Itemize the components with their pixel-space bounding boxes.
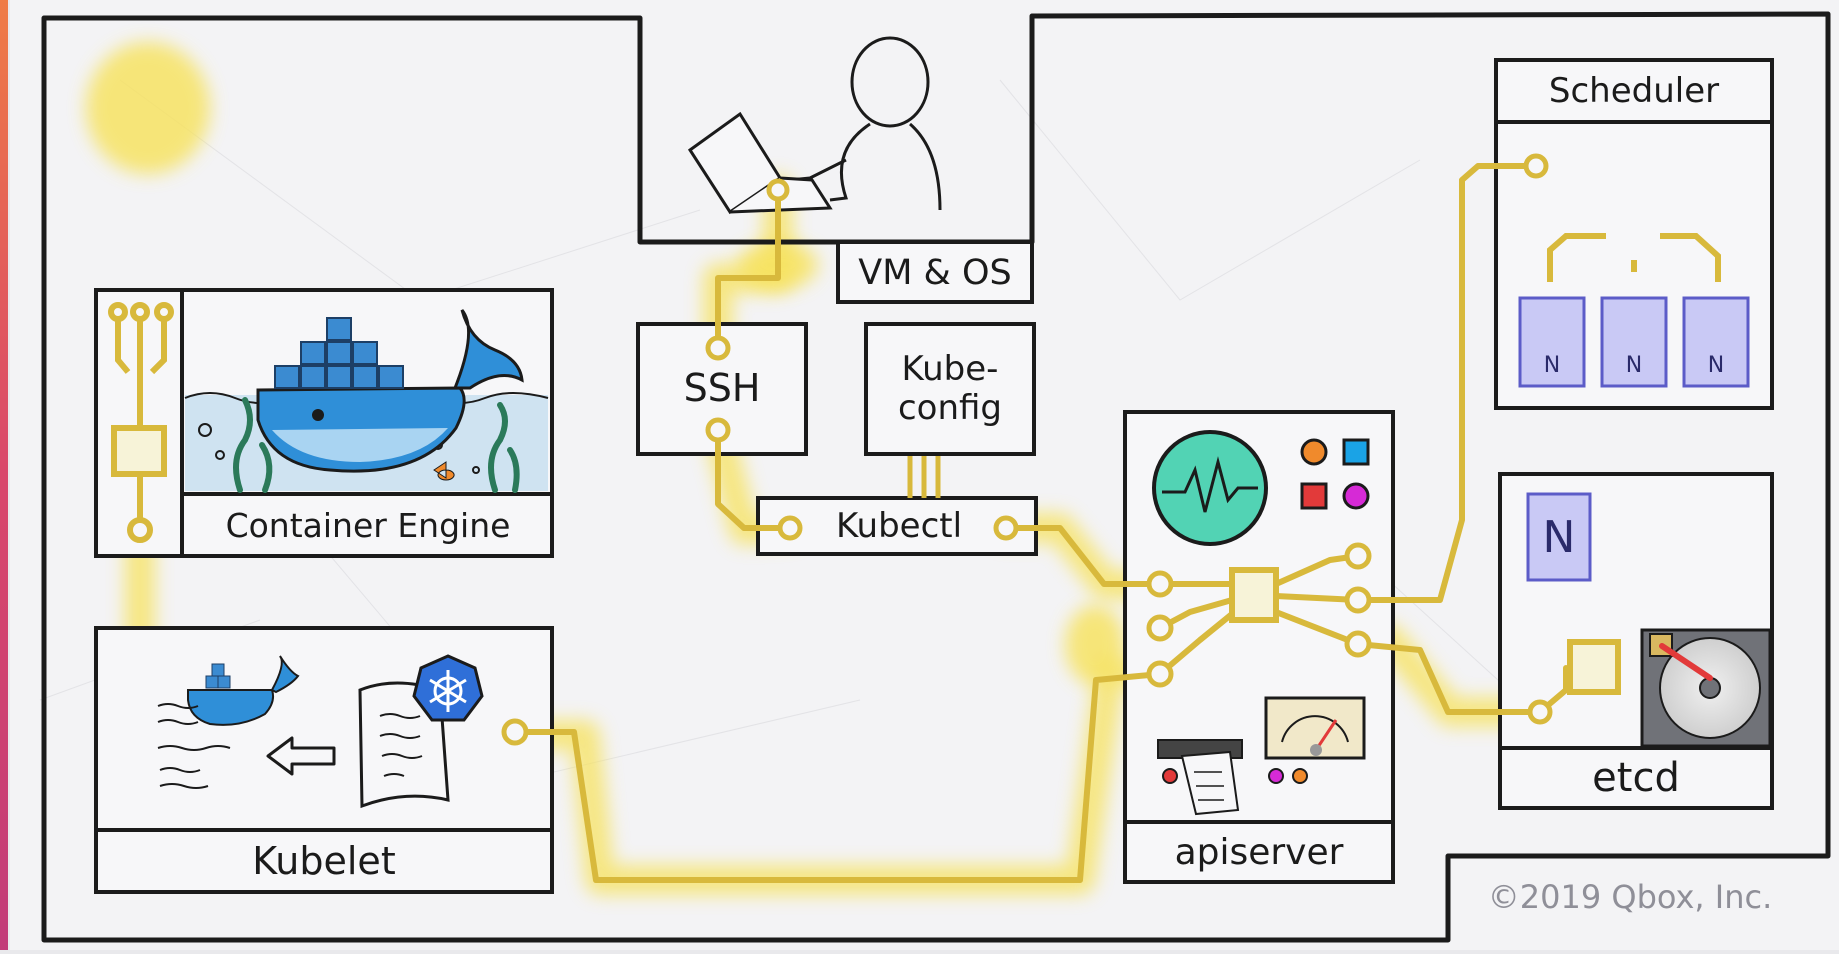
apiserver-label: apiserver	[1174, 831, 1344, 873]
oscilloscope-icon	[1152, 430, 1268, 546]
ssh-label: SSH	[683, 366, 761, 410]
vm-os-label: VM & OS	[858, 253, 1012, 293]
kubelet-text-lines	[157, 703, 231, 789]
engine-chip-wiring	[108, 302, 174, 543]
kubectl-box	[756, 496, 1038, 556]
status-leds	[1300, 438, 1370, 510]
scheduler-node-label: N	[1543, 352, 1561, 378]
etcd-box	[1498, 472, 1774, 810]
scheduler-brackets	[1547, 233, 1721, 282]
copyright-text: ©2019 Qbox, Inc.	[1487, 878, 1773, 916]
etcd-chip-icon	[1567, 639, 1621, 695]
wires	[512, 163, 1569, 883]
kubelet-docker-whale-icon	[187, 655, 300, 726]
kubeconfig-box	[864, 322, 1036, 456]
container-engine-box	[94, 288, 554, 558]
etcd-node-box	[1526, 492, 1592, 582]
kubeconfig-bus	[907, 456, 941, 498]
outer-boundary	[41, 11, 1831, 943]
video-edge-strip	[0, 0, 8, 950]
container-engine-label: Container Engine	[225, 505, 511, 545]
scheduler-label: Scheduler	[1548, 71, 1720, 111]
scheduler-box	[1494, 58, 1774, 410]
scheduler-node-label: N	[1625, 352, 1643, 378]
scheduler-node-label: N	[1707, 352, 1725, 378]
etcd-node-label: N	[1542, 511, 1576, 563]
hard-disk-icon	[1640, 628, 1772, 748]
seaweed	[233, 397, 520, 493]
arrow-left-icon	[266, 736, 336, 776]
etcd-label: etcd	[1592, 755, 1680, 801]
panel-buttons	[1162, 768, 1308, 784]
kubectl-label: Kubectl	[835, 506, 963, 546]
receipt-printer-icon	[1157, 739, 1243, 816]
vm-os-area	[687, 36, 1034, 304]
scheduler-node-boxes	[1518, 296, 1750, 388]
gauge-icon	[1264, 696, 1366, 760]
kubelet-label: Kubelet	[252, 839, 396, 883]
kubelet-box	[94, 626, 554, 894]
vm-os-label-box	[836, 240, 1034, 304]
connection-nodes	[501, 153, 1553, 746]
kubeconfig-label: Kube- config	[897, 348, 1003, 428]
containers	[274, 317, 404, 389]
chip-icon	[1229, 567, 1279, 623]
docker-whale-icon	[256, 309, 524, 481]
kubernetes-helm-icon	[412, 654, 484, 722]
